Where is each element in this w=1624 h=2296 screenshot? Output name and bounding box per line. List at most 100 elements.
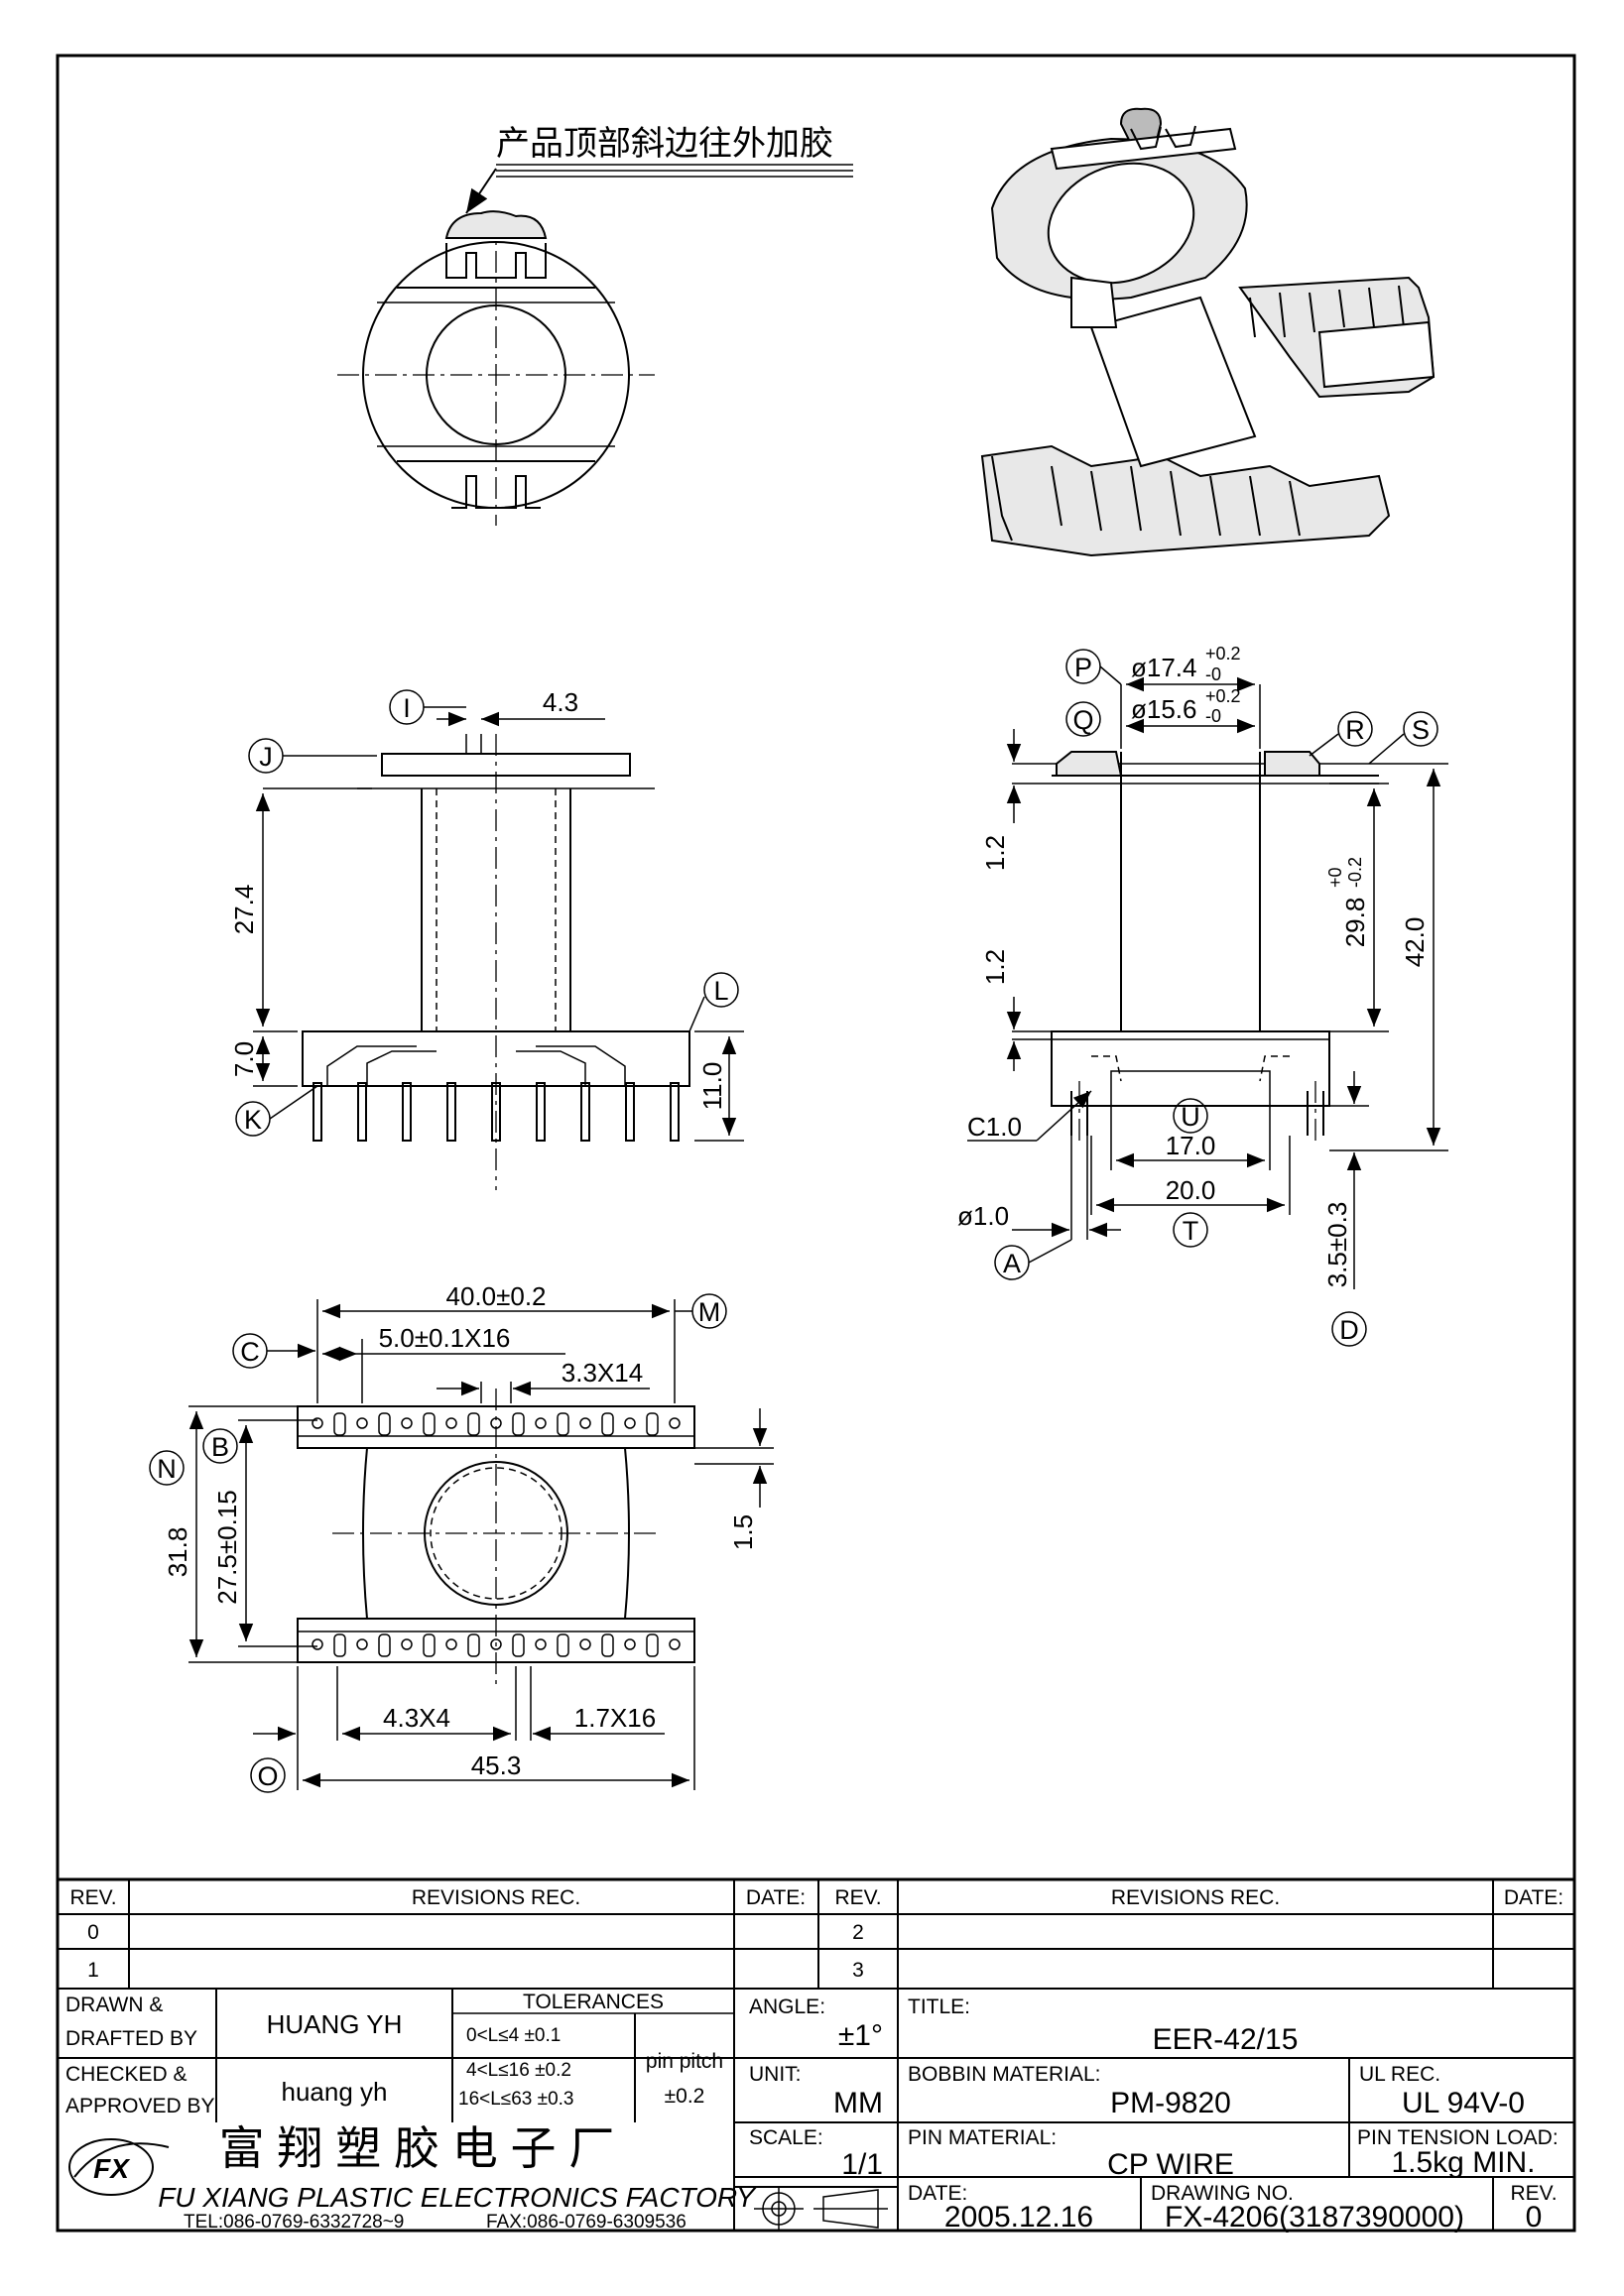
- tol-1: 0<L≤4 ±0.1: [466, 2025, 561, 2046]
- balloon-r: R: [1337, 711, 1373, 747]
- pin-slot: [512, 1412, 525, 1436]
- side-view: [302, 734, 690, 1190]
- dim-width: 45.3: [471, 1751, 522, 1780]
- glue-blob: [444, 210, 548, 239]
- dim-inner-tol-dn: -0: [1205, 706, 1221, 726]
- drawing-no-label: DRAWING NO.: [1151, 2182, 1294, 2205]
- sheet-border: [56, 54, 1576, 2233]
- svg-text:Q: Q: [1072, 705, 1093, 735]
- pin-hole: [535, 1417, 547, 1429]
- dim-pin-dia: ø1.0: [957, 1201, 1009, 1231]
- title-label: TITLE:: [908, 1995, 970, 2018]
- dim-side-total: 11.0: [697, 1062, 727, 1111]
- pin-slot: [646, 1412, 659, 1436]
- rev-header-left: REV.: [69, 1886, 116, 1909]
- tolerances-label: TOLERANCES: [523, 1991, 664, 2013]
- balloon-i: I: [389, 689, 425, 725]
- balloon-q: Q: [1065, 701, 1101, 737]
- dim-slot-c: 1.7X16: [574, 1703, 656, 1733]
- pin-hole: [624, 1417, 636, 1429]
- ul-value: UL 94V-0: [1402, 2087, 1525, 2119]
- drawn-by: HUANG YH: [267, 2009, 403, 2039]
- side-view-pins: [312, 1082, 680, 1142]
- dim-slot-b: 4.3X4: [383, 1703, 450, 1733]
- balloon-o: O: [250, 1757, 286, 1793]
- balloon-t: T: [1173, 1212, 1208, 1248]
- balloon-s: S: [1403, 711, 1438, 747]
- svg-text:J: J: [259, 742, 273, 772]
- svg-text:FX: FX: [93, 2153, 131, 2184]
- dim-pitch: 5.0±0.1X16: [379, 1323, 511, 1353]
- side-pin: [357, 1082, 367, 1142]
- dim-outer-tol-up: +0.2: [1205, 644, 1241, 664]
- pin-hole: [669, 1638, 681, 1650]
- dim-pin-len: 3.5±0.3: [1322, 1202, 1352, 1288]
- dim-flange-top: 1.2: [980, 835, 1010, 871]
- dim-side-height: 27.4: [229, 885, 259, 935]
- pin-hole: [669, 1417, 681, 1429]
- side-pin: [491, 1082, 501, 1142]
- revisions-header-right: REVISIONS REC.: [1111, 1886, 1280, 1909]
- checked-label-2: APPROVED BY: [65, 2095, 215, 2117]
- tol-2: 4<L≤16 ±0.2: [466, 2060, 571, 2081]
- pin-pitch-value: ±0.2: [665, 2085, 705, 2108]
- pin-hole: [490, 1417, 502, 1429]
- pin-hole: [401, 1638, 413, 1650]
- pin-hole: [356, 1638, 368, 1650]
- svg-text:O: O: [257, 1761, 278, 1791]
- pin-hole: [624, 1638, 636, 1650]
- svg-text:K: K: [244, 1105, 262, 1135]
- svg-text:L: L: [713, 976, 728, 1006]
- balloon-d: D: [1331, 1311, 1367, 1347]
- ul-label: UL REC.: [1359, 2063, 1440, 2086]
- pin-hole: [579, 1638, 591, 1650]
- dim-height: 42.0: [1400, 917, 1430, 968]
- dim-winding-tol-up: +0: [1325, 867, 1345, 888]
- side-pin: [670, 1082, 680, 1142]
- tension-value: 1.5kg MIN.: [1391, 2146, 1535, 2179]
- date-header-right: DATE:: [1504, 1886, 1563, 1909]
- side-pin: [580, 1082, 590, 1142]
- svg-text:U: U: [1181, 1102, 1200, 1132]
- pin-value: CP WIRE: [1107, 2148, 1234, 2181]
- svg-text:B: B: [211, 1432, 229, 1462]
- pin-slot: [646, 1633, 659, 1657]
- pin-hole: [445, 1417, 457, 1429]
- scale-label: SCALE:: [749, 2126, 823, 2149]
- drawing-no-value: FX-4206(3187390000): [1165, 2201, 1464, 2234]
- balloon-p: P: [1065, 649, 1101, 684]
- drawn-label-2: DRAFTED BY: [65, 2027, 197, 2050]
- date-header-left: DATE:: [746, 1886, 806, 1909]
- company-tel: TEL:086-0769-6332728~9: [184, 2212, 404, 2233]
- dim-outer-tol-dn: -0: [1205, 665, 1221, 684]
- company-name-en: FU XIANG PLASTIC ELECTRONICS FACTORY: [158, 2182, 757, 2213]
- svg-text:R: R: [1345, 715, 1365, 745]
- balloon-l: L: [703, 972, 739, 1008]
- dim-inner-w: 17.0: [1166, 1131, 1216, 1160]
- pin-hole: [312, 1638, 323, 1650]
- svg-text:M: M: [698, 1297, 721, 1327]
- rev-value: 0: [1526, 2201, 1543, 2234]
- pin-slot: [378, 1633, 391, 1657]
- svg-text:A: A: [1003, 1249, 1021, 1278]
- dim-side-base: 7.0: [229, 1041, 259, 1077]
- pin-slot: [378, 1412, 391, 1436]
- pin-slot: [467, 1412, 480, 1436]
- company-logo: FX: [68, 2138, 170, 2196]
- bobbin-label: BOBBIN MATERIAL:: [908, 2063, 1101, 2086]
- projection-symbol-icon: [754, 2187, 888, 2231]
- pin-label: PIN MATERIAL:: [908, 2126, 1057, 2149]
- pin-slot: [601, 1633, 614, 1657]
- bobbin-value: PM-9820: [1110, 2087, 1231, 2119]
- checked-label-1: CHECKED &: [65, 2063, 187, 2086]
- pin-slot: [333, 1412, 346, 1436]
- bottom-view: [297, 1389, 695, 1686]
- pin-slot: [512, 1633, 525, 1657]
- side-pin: [402, 1082, 412, 1142]
- drawn-label-1: DRAWN &: [65, 1994, 163, 2016]
- angle-value: ±1°: [838, 2019, 883, 2052]
- front-view: [1051, 751, 1379, 1141]
- dim-total-h: 31.8: [163, 1527, 192, 1578]
- svg-text:I: I: [403, 693, 411, 723]
